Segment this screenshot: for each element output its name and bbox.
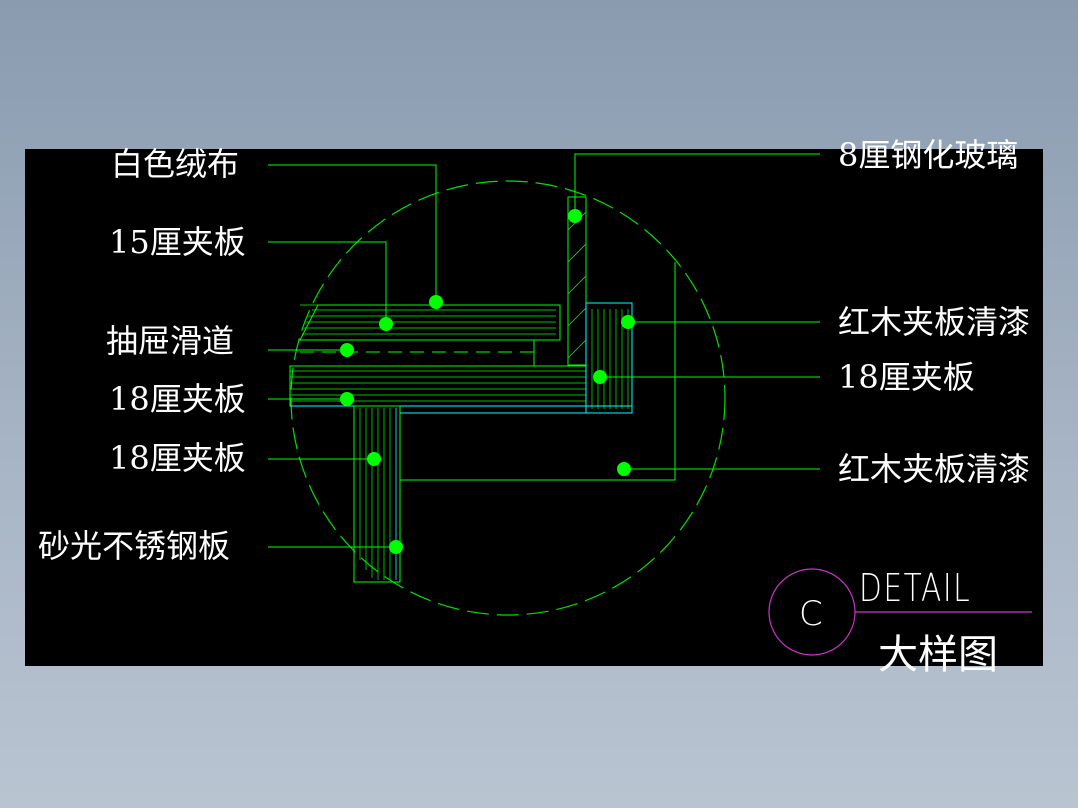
drawing-canvas (25, 149, 1043, 666)
label-stainless-steel: 砂光不锈钢板 (38, 527, 231, 565)
dot-drawer-slide (340, 343, 354, 357)
detail-boundary-circle (290, 180, 726, 616)
dot-mahogany-a (621, 315, 635, 329)
dot-plywood-18-c (593, 370, 607, 384)
detail-tag-letter: C (799, 594, 823, 634)
dot-plywood-18-a (340, 392, 354, 406)
detail-tag-title: 大样图 (878, 632, 998, 678)
leader-plywood-15 (268, 241, 387, 324)
dot-plywood-15 (379, 317, 393, 331)
leader-tempered-glass (574, 153, 820, 216)
outline-edge (290, 405, 633, 414)
label-mahogany-a: 红木夹板清漆 (838, 303, 1031, 341)
leader-dots (340, 209, 635, 554)
right-block (585, 302, 633, 414)
leader-white-fabric (268, 164, 437, 302)
dot-mahogany-b (617, 462, 631, 476)
lower-panel (353, 405, 401, 583)
label-plywood-18-b: 18厘夹板 (109, 439, 246, 477)
detail-tag-word: DETAIL (859, 566, 972, 610)
label-white-fabric: 白色绒布 (111, 145, 240, 183)
label-tempered-glass: 8厘钢化玻璃 (838, 136, 1019, 174)
dot-tempered-glass (568, 209, 582, 223)
label-plywood-18-a: 18厘夹板 (109, 380, 246, 418)
dot-plywood-18-b (367, 452, 381, 466)
label-drawer-slide: 抽屉滑道 (106, 322, 235, 360)
upper-panel (299, 304, 561, 341)
label-plywood-15: 15厘夹板 (109, 223, 246, 261)
middle-panel (289, 365, 587, 407)
mahogany-panel-outline (400, 262, 676, 481)
leader-lines (268, 153, 820, 548)
dot-stainless-steel (389, 540, 403, 554)
label-plywood-18-c: 18厘夹板 (838, 358, 975, 396)
label-mahogany-b: 红木夹板清漆 (838, 450, 1031, 488)
dot-white-fabric (429, 295, 443, 309)
